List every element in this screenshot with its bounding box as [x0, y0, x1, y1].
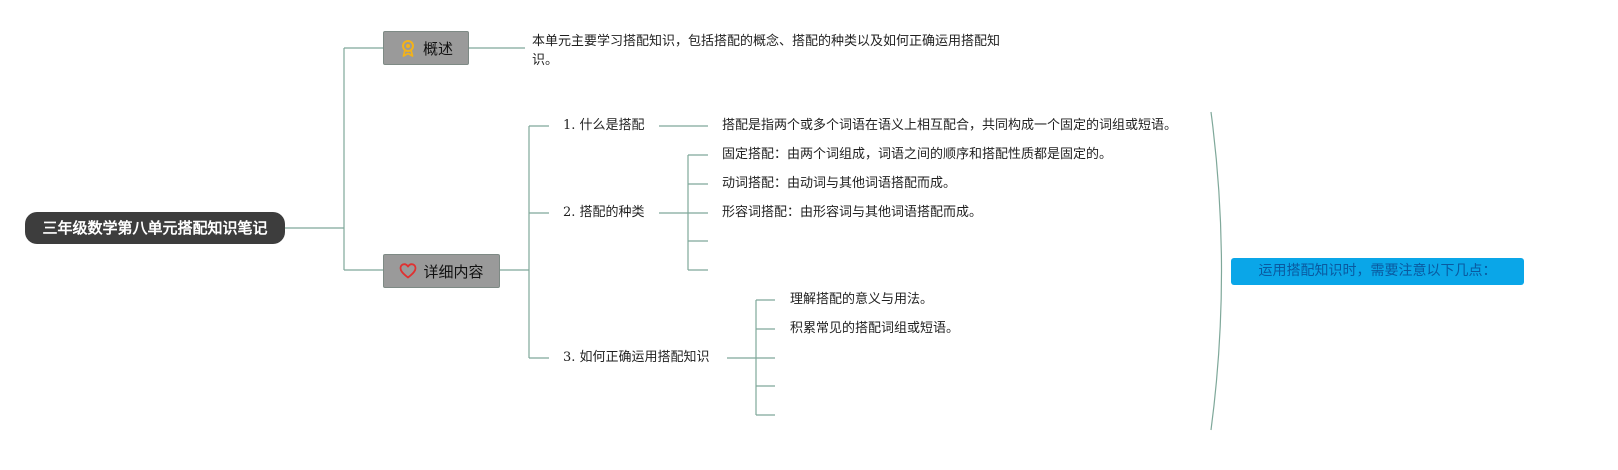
topic-details[interactable]: 详细内容 — [383, 254, 500, 288]
item3-child-1[interactable]: 理解搭配的意义与用法。 — [790, 292, 934, 307]
overview-text[interactable]: 本单元主要学习搭配知识，包括搭配的概念、搭配的种类以及如何正确运用搭配知识。 — [532, 34, 1001, 68]
item2-child-3[interactable]: 形容词搭配：由形容词与其他词语搭配而成。 — [722, 205, 983, 220]
item3-child-2[interactable]: 积累常见的搭配词组或短语。 — [790, 321, 960, 336]
root-topic[interactable]: 三年级数学第八单元搭配知识笔记 — [25, 212, 285, 244]
subtopic-how-to-use[interactable]: 3. 如何正确运用搭配知识 — [563, 350, 710, 365]
award-ribbon-icon — [399, 39, 417, 57]
topic-overview-label: 概述 — [422, 39, 453, 58]
subtopic-types[interactable]: 2. 搭配的种类 — [563, 205, 645, 220]
heart-icon — [399, 262, 417, 280]
item2-child-2[interactable]: 动词搭配：由动词与其他词语搭配而成。 — [722, 176, 957, 191]
topic-details-label: 详细内容 — [423, 262, 484, 281]
summary-topic[interactable]: 运用搭配知识时，需要注意以下几点： — [1231, 258, 1524, 285]
item1-child-1[interactable]: 搭配是指两个或多个词语在语义上相互配合，共同构成一个固定的词组或短语。 — [722, 118, 1178, 133]
summary-bracket — [1210, 111, 1223, 431]
item2-child-1[interactable]: 固定搭配：由两个词组成，词语之间的顺序和搭配性质都是固定的。 — [722, 147, 1113, 162]
topic-overview[interactable]: 概述 — [383, 31, 469, 65]
subtopic-what-is[interactable]: 1. 什么是搭配 — [563, 118, 645, 133]
